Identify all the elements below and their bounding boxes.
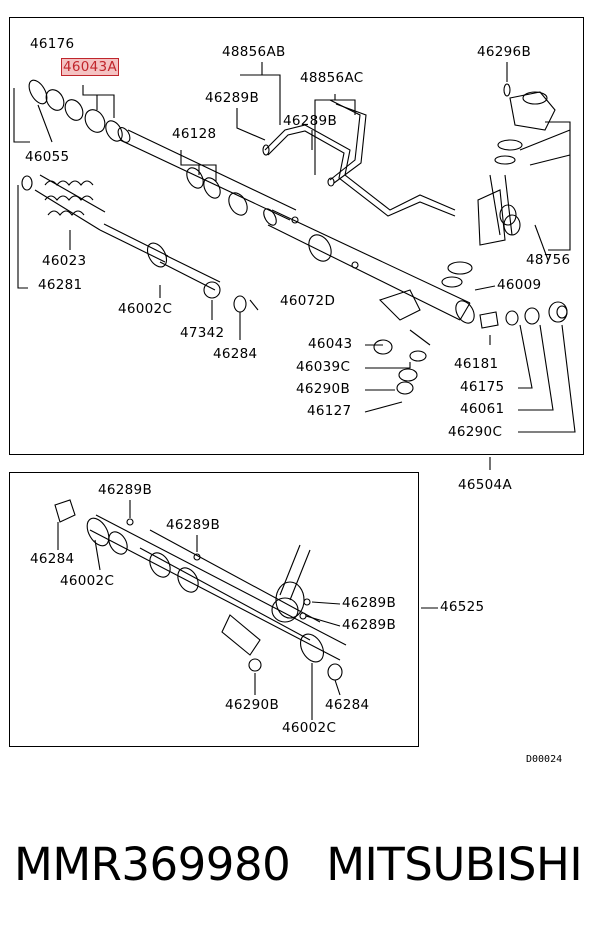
part-label-46289b: 46289B (205, 90, 260, 106)
assembly-view-panel (9, 472, 419, 747)
footer-caption: MMR369980 MITSUBISHI (14, 838, 594, 891)
part-label-46281: 46281 (38, 277, 83, 293)
part-label-46055: 46055 (25, 149, 70, 165)
part-label-46002c: 46002C (118, 301, 173, 317)
assembly-label-46525: 46525 (440, 599, 485, 615)
part-label-46289b: 46289B (342, 617, 397, 633)
part-label-46002c: 46002C (60, 573, 115, 589)
assembly-label-46504a: 46504A (458, 477, 512, 493)
part-label-46009: 46009 (497, 277, 542, 293)
part-label-46023: 46023 (42, 253, 87, 269)
part-label-46289b: 46289B (342, 595, 397, 611)
part-label-46289b: 46289B (283, 113, 338, 129)
part-label-46290c: 46290C (448, 424, 503, 440)
part-label-46072d: 46072D (280, 293, 336, 309)
part-label-46127: 46127 (307, 403, 352, 419)
part-label-46289b: 46289B (98, 482, 153, 498)
part-label-46284: 46284 (325, 697, 370, 713)
diagram-code: D00024 (526, 754, 563, 765)
part-label-48856ac: 48856AC (300, 70, 364, 86)
part-label-46290b: 46290B (225, 697, 280, 713)
part-label-46002c: 46002C (282, 720, 337, 736)
part-label-46181: 46181 (454, 356, 499, 372)
part-label-47342: 47342 (180, 325, 225, 341)
part-label-46128: 46128 (172, 126, 217, 142)
part-label-46043a-highlighted: 46043A (61, 58, 119, 76)
part-label-46043: 46043 (308, 336, 353, 352)
part-label-46290b: 46290B (296, 381, 351, 397)
part-label-48756: 48756 (526, 252, 571, 268)
part-label-46039c: 46039C (296, 359, 351, 375)
part-label-46296b: 46296B (477, 44, 532, 60)
exploded-view-panel (9, 17, 584, 455)
part-label-46176: 46176 (30, 36, 75, 52)
brand-name: MITSUBISHI (326, 838, 583, 891)
part-label-46289b: 46289B (166, 517, 221, 533)
part-label-46175: 46175 (460, 379, 505, 395)
part-number: MMR369980 (14, 838, 291, 891)
part-label-46061: 46061 (460, 401, 505, 417)
part-label-46284: 46284 (30, 551, 75, 567)
part-label-46284: 46284 (213, 346, 258, 362)
part-label-48856ab: 48856AB (222, 44, 286, 60)
